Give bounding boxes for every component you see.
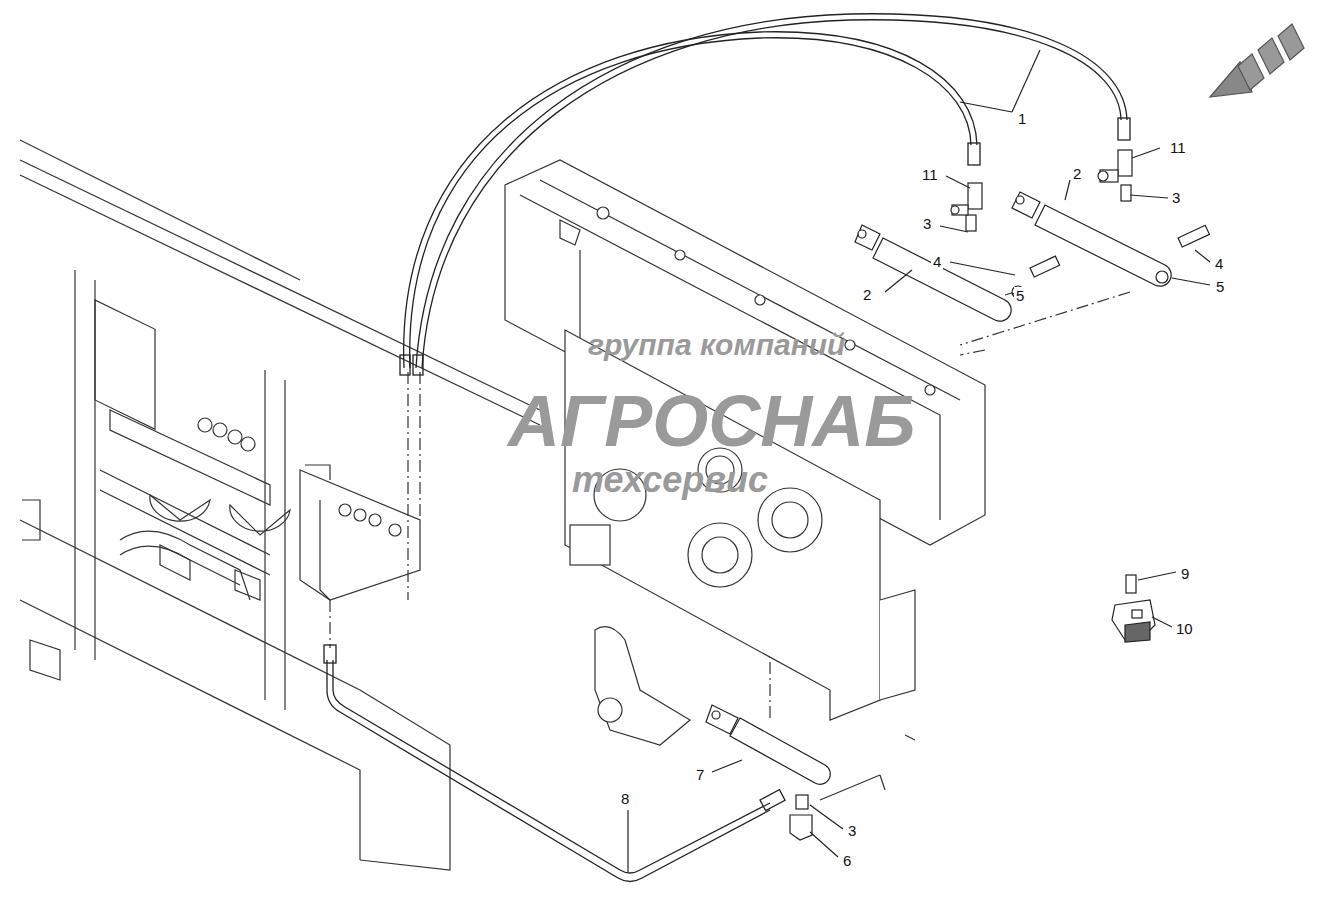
callout-number: 11 — [920, 166, 940, 183]
callout-number: 8 — [619, 790, 631, 807]
callout-number: 3 — [1170, 189, 1182, 206]
callout-number: 2 — [1071, 165, 1083, 182]
callout-number: 4 — [1213, 255, 1225, 272]
callout-number: 5 — [1014, 287, 1026, 304]
callout-number: 6 — [841, 852, 853, 869]
callout-number: 1 — [1016, 110, 1028, 127]
callout-number: 10 — [1174, 620, 1195, 637]
callout-number: 4 — [931, 253, 943, 270]
callout-number: 3 — [921, 215, 933, 232]
callout-number: 9 — [1179, 565, 1191, 582]
callout-number: 11 — [1168, 139, 1188, 156]
watermark-text: АГРОСНАБ — [508, 385, 915, 457]
watermark-text: техсервис — [572, 462, 768, 498]
callout-number: 5 — [1214, 278, 1226, 295]
callout-number: 7 — [694, 766, 706, 783]
callout-number: 2 — [861, 286, 873, 303]
callout-number: 3 — [846, 822, 858, 839]
watermark-text: группа компаний — [588, 330, 845, 360]
